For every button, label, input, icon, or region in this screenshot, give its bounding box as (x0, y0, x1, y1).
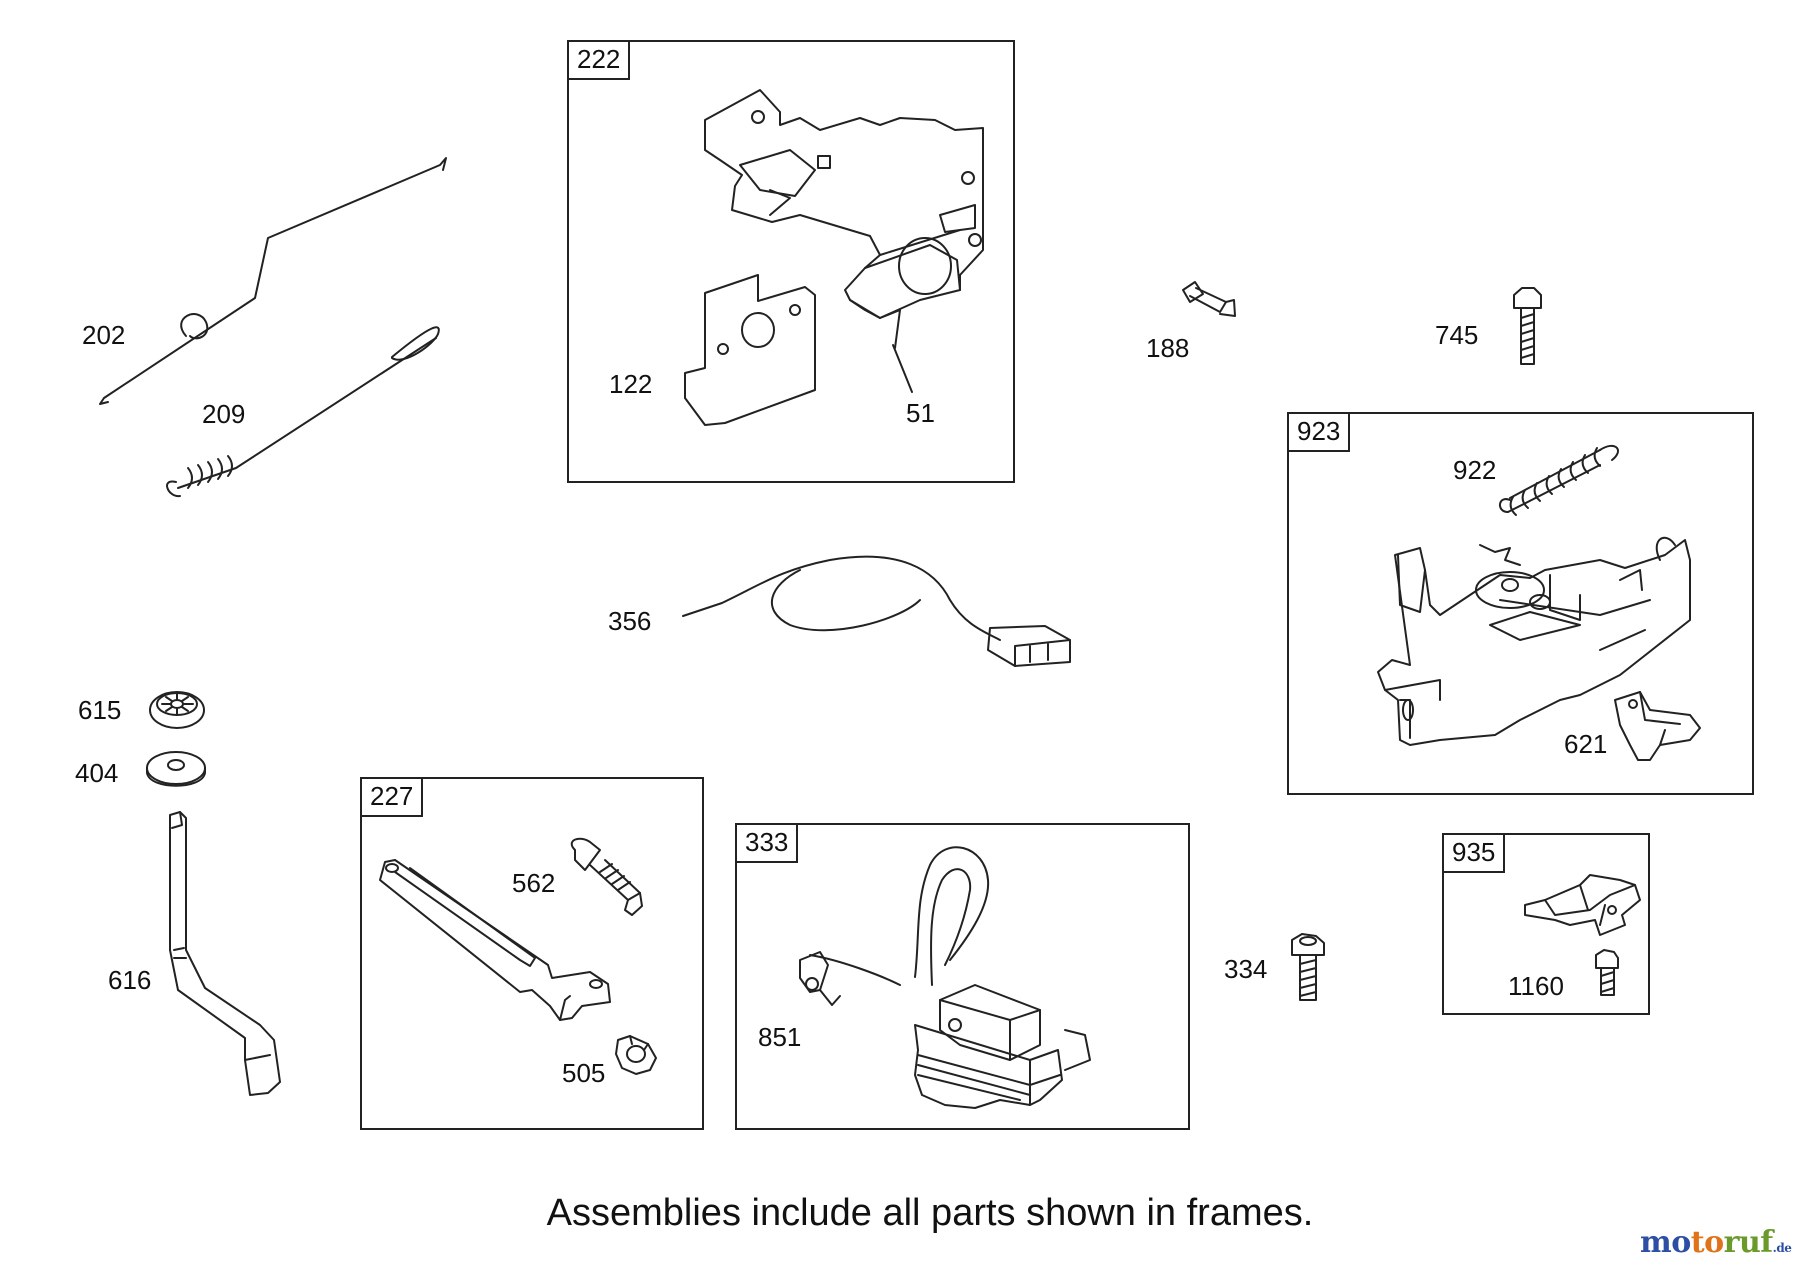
ground-wire-356-drawing (682, 555, 1071, 667)
part-label-851: 851 (758, 1022, 802, 1052)
spring-link-drawing (166, 326, 440, 498)
assembly-frame-227: 227 (360, 777, 704, 1130)
part-label-562: 562 (512, 868, 556, 898)
part-label-615: 615 (78, 695, 122, 725)
part-label-404: 404 (75, 758, 119, 788)
assembly-frame-935: 935 (1442, 833, 1650, 1015)
frame-label-923: 923 (1287, 412, 1351, 452)
gasket-plate-drawing (684, 274, 816, 426)
part-label-209: 209 (202, 399, 246, 429)
hex-nut-505-drawing (615, 1035, 657, 1075)
screw-188-drawing (1182, 281, 1236, 317)
part-label-202: 202 (82, 320, 126, 350)
frame-label-227: 227 (360, 777, 424, 817)
assembly-frame-222: 222 (567, 40, 1015, 483)
lock-nut-615-drawing (149, 691, 205, 729)
clip-621-drawing (1614, 691, 1701, 761)
frame-label-333: 333 (735, 823, 799, 863)
frame-label-222: 222 (567, 40, 631, 80)
control-bracket-222-drawing (704, 89, 984, 393)
frame-label-935: 935 (1442, 833, 1506, 873)
part-label-616: 616 (108, 965, 152, 995)
part-label-334: 334 (1224, 954, 1268, 984)
part-label-745: 745 (1435, 320, 1479, 350)
part-label-51: 51 (906, 398, 935, 428)
governor-link-rod-drawing (99, 157, 447, 405)
part-label-505: 505 (562, 1058, 606, 1088)
screw-1160-drawing (1595, 949, 1619, 996)
assembly-frame-333: 333 (735, 823, 1190, 1130)
part-label-356: 356 (608, 606, 652, 636)
control-lever-616-drawing (169, 811, 281, 1096)
part-label-122: 122 (609, 369, 653, 399)
ignition-armature-333-drawing (799, 846, 1091, 1109)
diagram-caption: Assemblies include all parts shown in fr… (546, 1192, 1314, 1234)
washer-404-drawing (146, 751, 206, 787)
part-label-621: 621 (1564, 729, 1608, 759)
throttle-arm-227-drawing (379, 859, 611, 1021)
assembly-frame-923: 923 (1287, 412, 1754, 795)
part-label-1160: 1160 (1508, 971, 1564, 1001)
bolt-334-drawing (1291, 933, 1325, 1001)
bolt-745-drawing (1513, 287, 1542, 365)
part-label-188: 188 (1146, 333, 1190, 363)
governor-control-923-drawing (1377, 536, 1691, 746)
bracket-935-drawing (1524, 874, 1641, 936)
part-label-922: 922 (1453, 455, 1497, 485)
brand-logo: motoruf.de (1640, 1225, 1792, 1260)
governor-spring-922-drawing (1499, 444, 1619, 516)
screw-562-drawing (570, 837, 643, 916)
